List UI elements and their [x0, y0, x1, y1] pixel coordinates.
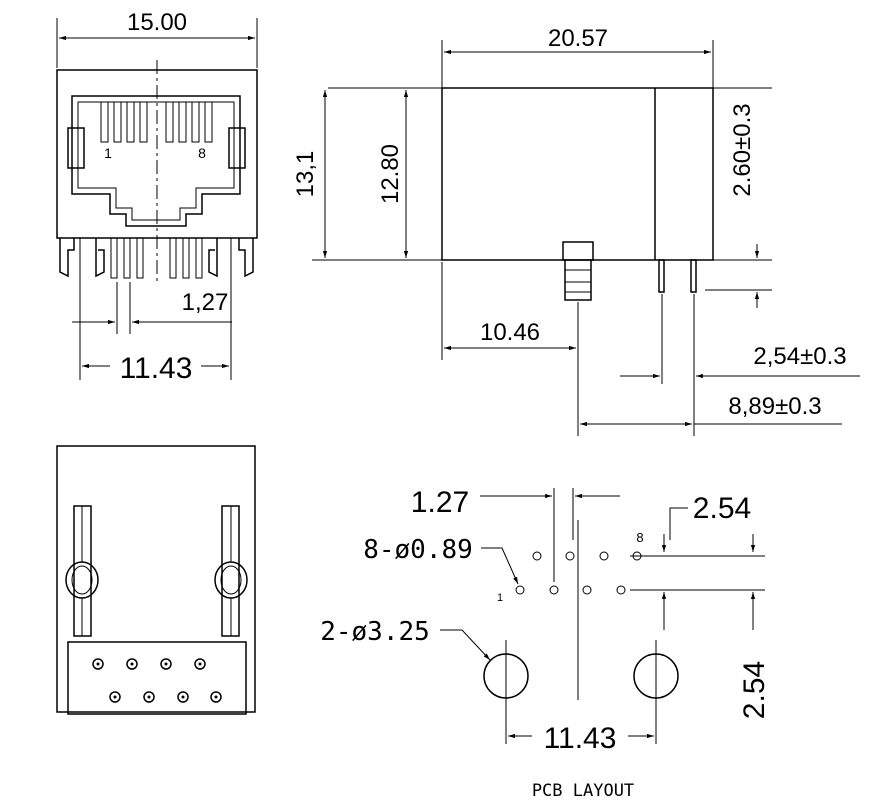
rj45-opening [71, 95, 241, 227]
front-span-label: 11.43 [120, 352, 193, 385]
front-pin1-label: 1 [104, 145, 112, 161]
pcb-layout: 1.27 2.54 2.54 1 8 [320, 486, 771, 801]
pcb-row-offset-label: 2.54 [738, 661, 771, 719]
bottom-pin-block [67, 641, 247, 715]
pcb-pin8-label: 8 [636, 530, 643, 545]
side-pin-b [690, 259, 697, 293]
bottom-body-outline [56, 445, 256, 713]
contact-fingers [100, 101, 213, 143]
front-pin8-label: 8 [198, 145, 206, 161]
right-shield-tab [221, 505, 240, 637]
side-length-label: 20.57 [548, 25, 608, 52]
side-plastic-post [562, 241, 594, 301]
pcb-pin-holes-label: 8-ø0.89 [363, 535, 473, 565]
side-tab-height-label: 2.60±0.3 [729, 103, 756, 196]
bottom-view [56, 445, 256, 715]
side-total-height-label: 13,1 [292, 151, 319, 198]
pcb-row-pitch-label: 2.54 [693, 492, 751, 525]
pcb-layout-caption: PCB LAYOUT [532, 781, 634, 801]
bottom-pin-holes [92, 658, 222, 703]
left-shield-tab [73, 505, 92, 637]
pcb-post-holes-label: 2-ø3.25 [320, 617, 430, 647]
pcb-pitch-label: 1.27 [411, 486, 469, 519]
side-post-offset-label: 10.46 [480, 319, 540, 346]
front-pitch-label: 1,27 [182, 289, 229, 316]
pcb-pin1-label: 1 [497, 592, 503, 604]
side-pin-a [658, 259, 665, 293]
front-pins [59, 237, 254, 380]
side-pin-offset-label: 2,54±0.3 [753, 343, 846, 370]
side-view: 20.57 13,1 12.80 2.60±0.3 [292, 25, 860, 436]
left-latch-window [67, 127, 85, 169]
side-body-height-label: 12.80 [377, 144, 404, 204]
side-pin-to-post-label: 8,89±0.3 [728, 393, 821, 420]
pcb-post-spacing-label: 11.43 [544, 722, 617, 755]
side-body-outline [441, 87, 714, 261]
right-latch-window [228, 127, 246, 169]
front-width-label: 15.00 [127, 9, 187, 36]
pcb-pin-holes [515, 551, 642, 595]
front-view: 15.00 1 8 [56, 9, 258, 385]
